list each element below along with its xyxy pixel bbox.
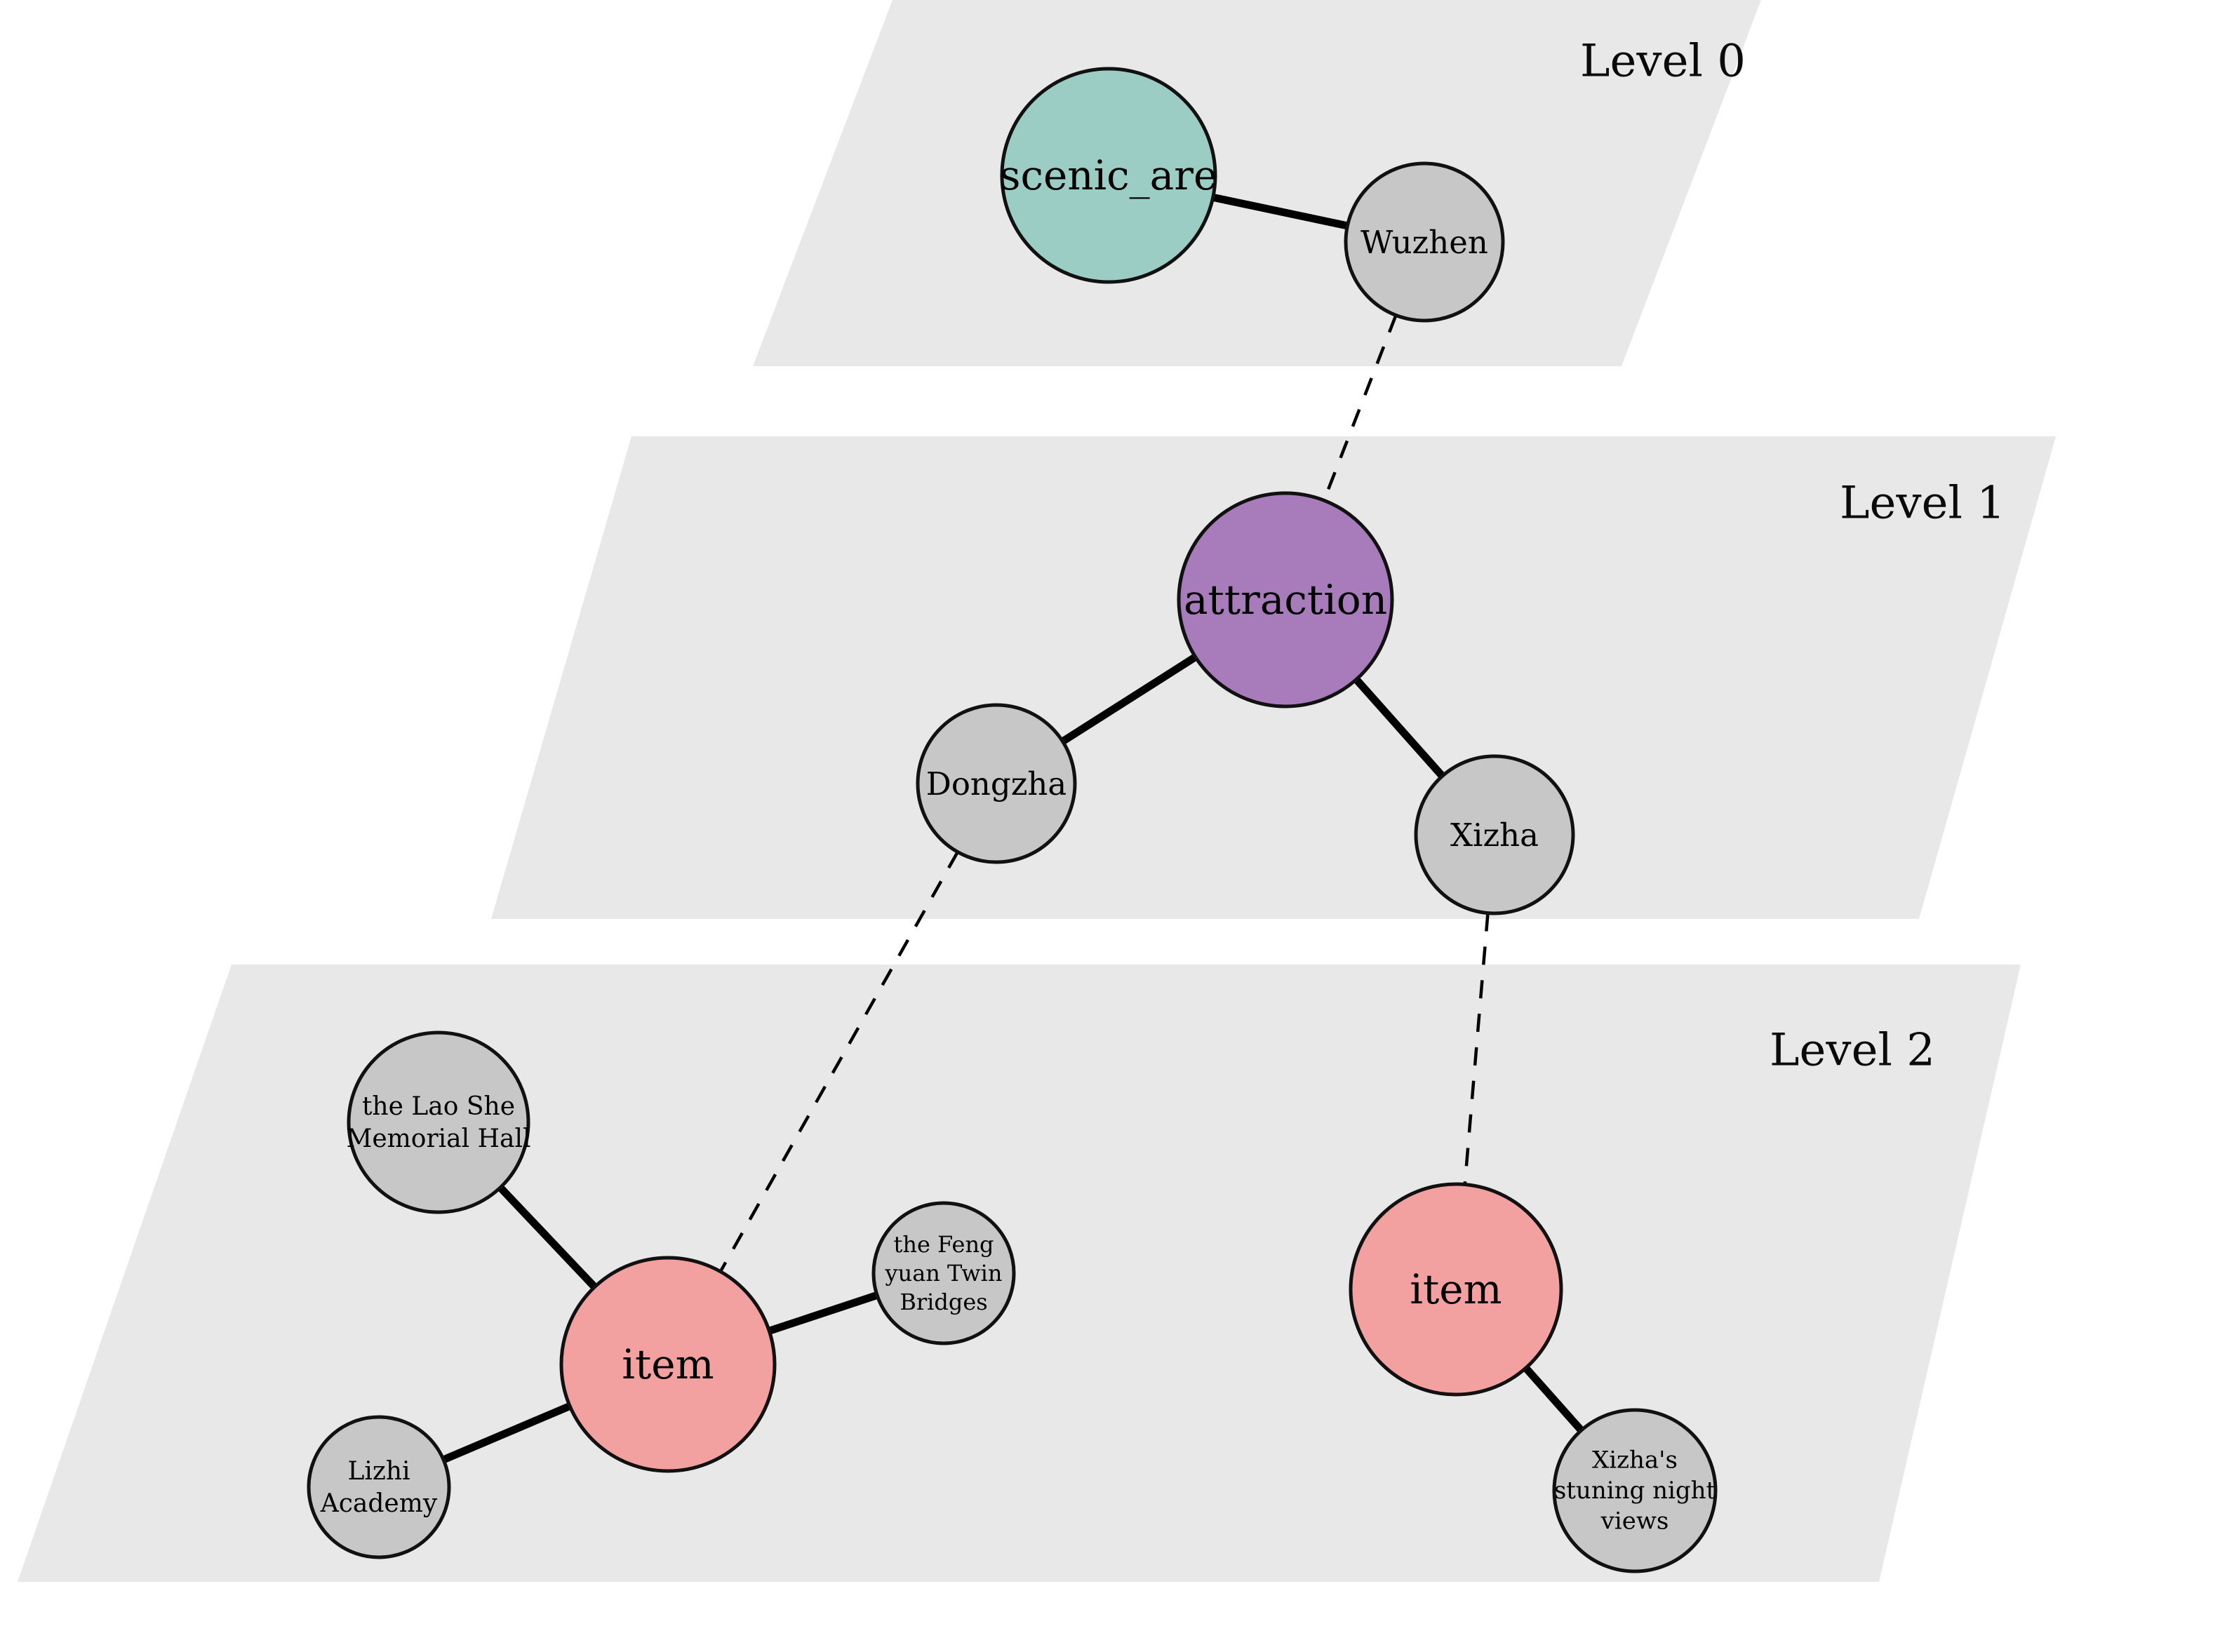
- node-attraction[interactable]: attraction: [1177, 491, 1394, 709]
- node-circle-xizha_night_views[interactable]: [1552, 1408, 1718, 1573]
- edges-layer: [441, 194, 1584, 1463]
- node-circle-xizha[interactable]: [1414, 754, 1575, 915]
- node-scenic_area[interactable]: scenic_are: [1000, 67, 1218, 284]
- node-circle-lizhi_academy[interactable]: [307, 1415, 451, 1559]
- edge-item_left--lao_she: [497, 1185, 598, 1290]
- edge-item_right--xizha_views: [1523, 1365, 1584, 1433]
- node-item_right[interactable]: item: [1349, 1182, 1563, 1397]
- level-label-level-0: Level 0: [1580, 36, 1746, 88]
- node-circle-attraction[interactable]: [1177, 491, 1394, 709]
- node-label-wuzhen: Wuzhen: [1360, 224, 1488, 261]
- node-wuzhen[interactable]: Wuzhen: [1344, 161, 1505, 323]
- level-label-level-2: Level 2: [1770, 1025, 1935, 1077]
- level-label-level-1: Level 1: [1840, 478, 2005, 530]
- level-labels-layer: Level 0 Level 1 Level 2: [1580, 36, 2005, 1077]
- node-label-attraction: attraction: [1184, 576, 1387, 624]
- node-circle-dongzha[interactable]: [916, 703, 1077, 864]
- level-plane-level-0: [753, 0, 1761, 366]
- node-xizha[interactable]: Xizha: [1414, 754, 1575, 915]
- edge-item_left--feng_yuan: [768, 1291, 878, 1335]
- node-label-item_left: item: [622, 1341, 714, 1388]
- node-item_left[interactable]: item: [559, 1256, 777, 1473]
- edge-item_left--lizhi: [441, 1402, 572, 1463]
- node-circle-scenic_area[interactable]: [1000, 67, 1217, 284]
- node-circle-feng_yuan_twin_bridges[interactable]: [871, 1201, 1016, 1345]
- node-label-dongzha: Dongzha: [926, 765, 1067, 803]
- node-circle-item_right[interactable]: [1349, 1182, 1563, 1397]
- node-label-item_right: item: [1410, 1265, 1502, 1313]
- node-circle-item_left[interactable]: [559, 1256, 777, 1473]
- edge-attraction--dongzha: [1060, 653, 1198, 745]
- node-label-xizha: Xizha: [1450, 817, 1539, 854]
- node-circle-wuzhen[interactable]: [1344, 161, 1505, 323]
- edge-scenic_area--wuzhen: [1212, 194, 1349, 230]
- node-circle-lao_she_memorial_hall[interactable]: [347, 1030, 530, 1214]
- edge-dongzha--item_left: [718, 851, 959, 1272]
- edge-xizha--item_right: [1463, 913, 1490, 1185]
- node-dongzha[interactable]: Dongzha: [916, 703, 1077, 864]
- edge-attraction--xizha: [1353, 676, 1445, 779]
- node-label-scenic_area: scenic_are: [1000, 152, 1218, 199]
